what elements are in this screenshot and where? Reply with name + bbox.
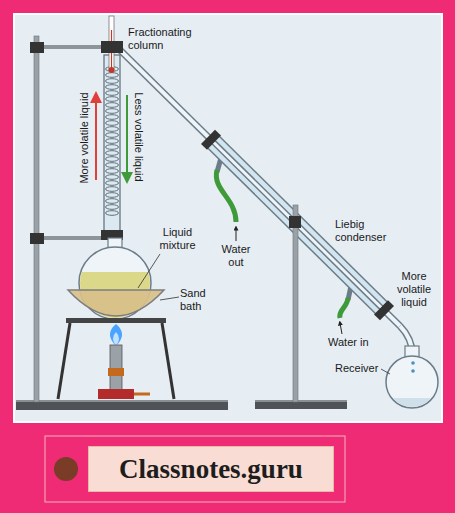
bunsen-burner (110, 345, 122, 390)
part-label: Water out (216, 243, 256, 269)
side-arm-tube (120, 50, 400, 326)
vapour-arrow (95, 97, 97, 180)
sand-bath (68, 290, 164, 316)
distillate-drop (411, 361, 415, 365)
part-label: Liebig condenser (335, 218, 405, 244)
stand-base-edge (16, 400, 228, 402)
footer-frame (45, 436, 345, 502)
tripod-ring (66, 318, 166, 323)
burner-base (98, 389, 134, 399)
flow-arrow (236, 228, 237, 241)
rubber-stopper (381, 307, 387, 313)
part-label: Receiver (335, 362, 385, 375)
flow-label: More volatile liquid (78, 92, 91, 183)
part-label: More volatile liquid (393, 270, 435, 309)
stand-base-edge (255, 400, 347, 402)
flow-label: Less volatile liquid (132, 92, 145, 181)
tripod-leg (162, 323, 174, 399)
part-label: Liquid mixture (150, 226, 205, 252)
leader-line (381, 369, 390, 374)
part-label: Water in (328, 336, 383, 349)
stand-rod (34, 36, 39, 402)
burner-flame (110, 324, 122, 346)
flow-arrow (340, 323, 342, 334)
thermometer-bulb (109, 67, 115, 73)
reflux-arrow (126, 95, 128, 178)
gas-inlet (134, 393, 150, 396)
clamp-arm (44, 45, 102, 49)
watermark-text: Classnotes.guru (119, 454, 303, 485)
water-hose (340, 298, 348, 318)
water-hose (216, 170, 236, 222)
clamp-boss (30, 42, 44, 53)
distillate (385, 398, 440, 412)
picture-panel (14, 14, 442, 422)
stand-base (255, 400, 347, 409)
clamp-boss (30, 233, 44, 244)
leader-line (138, 254, 160, 288)
stand-base (16, 400, 228, 410)
clamp-arm (44, 236, 106, 240)
tripod-leg (58, 323, 70, 399)
footer-bullet (54, 457, 78, 481)
leader-line (160, 297, 179, 300)
air-collar (108, 368, 124, 376)
burner-flame (113, 332, 119, 346)
distillate-drop (411, 369, 415, 373)
stand-rod (293, 205, 298, 402)
clamp-boss (289, 216, 301, 228)
side-arm-tube (120, 50, 400, 326)
fractionating-column (104, 55, 120, 233)
rubber-stopper (101, 41, 123, 53)
part-label: Fractionating column (128, 26, 206, 52)
part-label: Sand bath (180, 287, 220, 313)
rubber-stopper (208, 137, 214, 143)
column-packing (104, 66, 120, 216)
banner-box: Classnotes.guru (88, 446, 334, 492)
